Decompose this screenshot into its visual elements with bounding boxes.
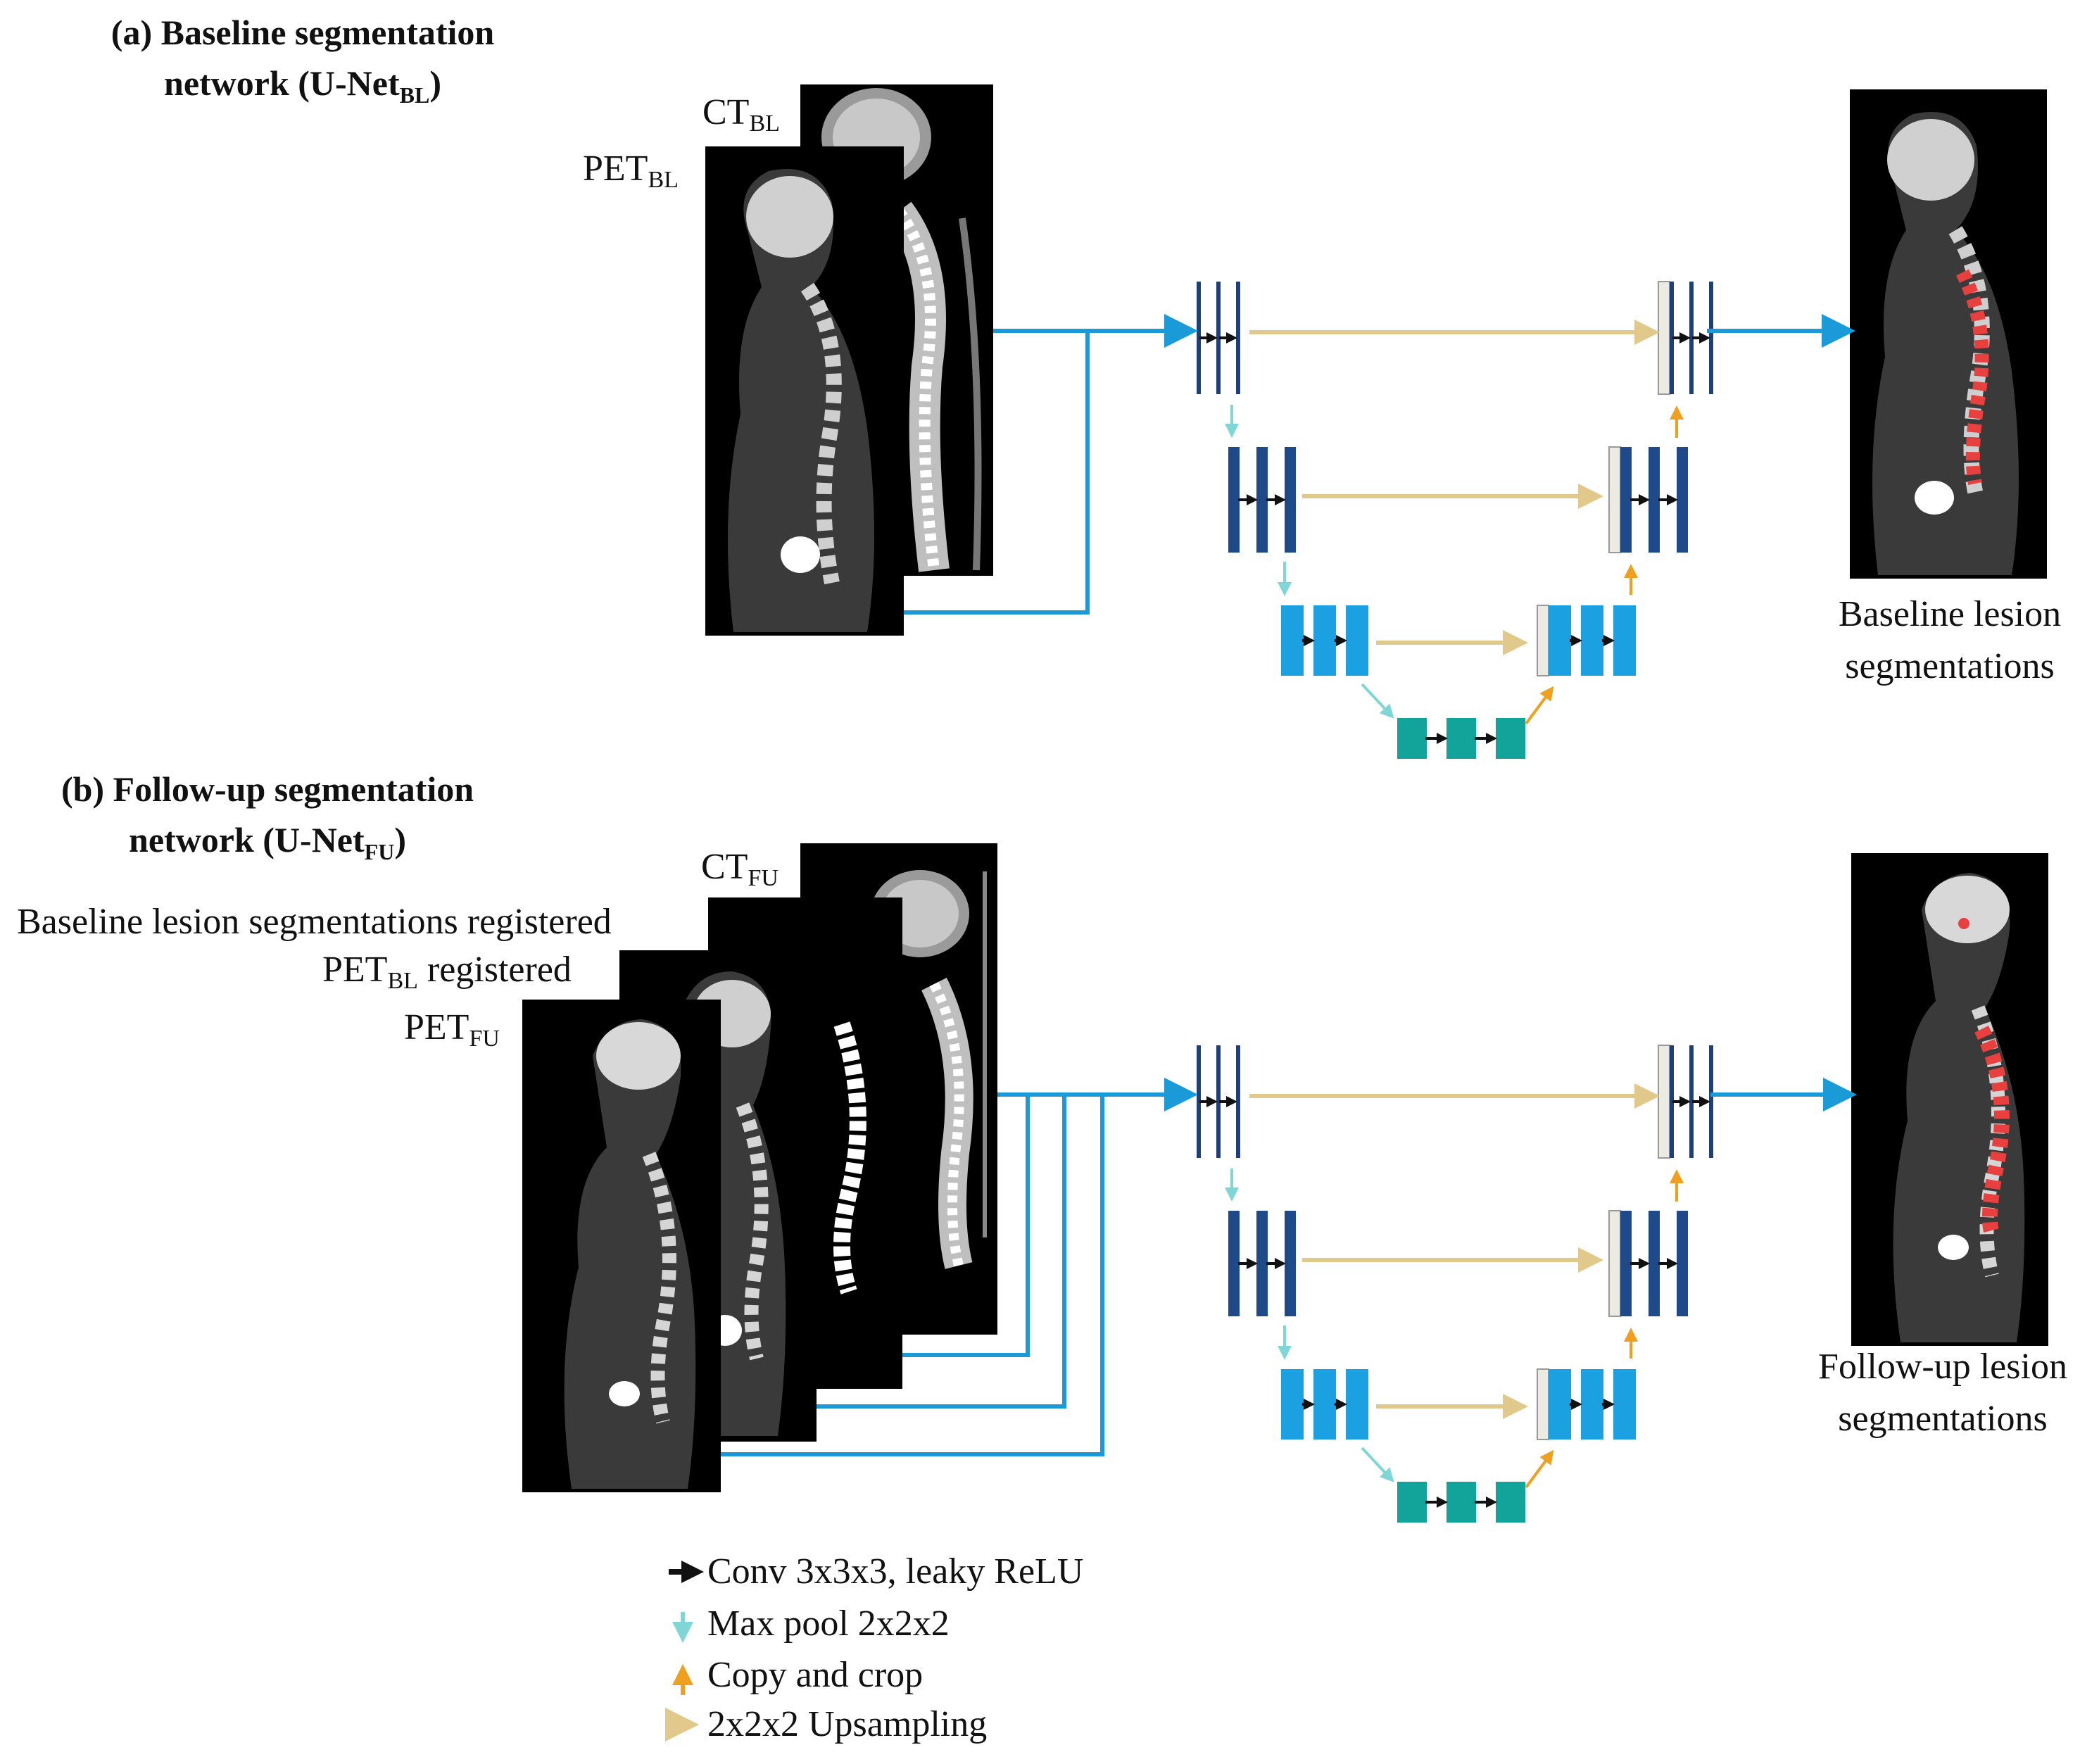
legend-label-max-pool: Max pool 2x2x2 <box>707 1604 950 1644</box>
decoder-level-1-bar <box>1709 1045 1713 1158</box>
decoder-level-2-bar <box>1649 1211 1660 1316</box>
decoder-level-1-bar <box>1670 282 1674 394</box>
encoder-level-3-bar <box>1281 605 1304 676</box>
bottleneck-bar <box>1496 718 1525 759</box>
unet-baseline <box>1197 281 1713 759</box>
decoder-level-2-copy <box>1608 1210 1621 1317</box>
decoder-level-3 <box>1537 1368 1636 1440</box>
legend-label-upsampling: 2x2x2 Upsampling <box>707 1704 988 1744</box>
decoder-level-2-bar <box>1677 447 1688 553</box>
decoder-level-3-bar <box>1613 605 1636 676</box>
encoder-level-1 <box>1197 1045 1240 1158</box>
encoder-level-2-bar <box>1285 447 1296 553</box>
bottleneck-bar <box>1446 1482 1476 1523</box>
decoder-level-2-bar <box>1677 1211 1688 1316</box>
pet-baseline-image <box>705 146 904 636</box>
encoder-level-2 <box>1228 1211 1296 1316</box>
legend-label-conv: Conv 3x3x3, leaky ReLU <box>707 1551 1084 1592</box>
decoder-level-2-bar <box>1620 1211 1632 1316</box>
decoder-level-2-bar <box>1649 447 1660 553</box>
decoder-level-1-copy <box>1658 281 1670 395</box>
decoder-level-2 <box>1608 446 1688 553</box>
encoder-level-1-bar <box>1236 282 1240 394</box>
decoder-level-3-bar <box>1549 1369 1571 1439</box>
encoder-level-2-bar <box>1228 1211 1240 1316</box>
legend-conv: Conv 3x3x3, leaky ReLU <box>707 1551 1083 1593</box>
pool-arrow-3 <box>1361 1447 1394 1482</box>
encoder-level-3-bar <box>1346 605 1368 676</box>
input-label-baseline-registered: Baseline lesion segmentations registered <box>17 902 612 942</box>
followup-output-image <box>1851 853 2048 1346</box>
decoder-level-3-bar <box>1581 1369 1603 1439</box>
encoder-level-1-bar <box>1197 1045 1201 1158</box>
panel-a-title-line2: network (U-NetBL) <box>164 63 441 108</box>
input-wires-b <box>721 1078 1857 1456</box>
panel-b-title: (b) Follow-up segmentation network (U-Ne… <box>14 764 521 877</box>
encoder-level-1-bar <box>1236 1045 1240 1158</box>
decoder-level-2-copy <box>1608 446 1621 553</box>
decoder-level-1-bar <box>1670 1045 1674 1158</box>
encoder-level-3 <box>1281 1369 1368 1439</box>
input-label-ct-bl: CTBL <box>702 92 780 137</box>
decoder-level-3-bar <box>1549 605 1571 676</box>
legend-max-pool: Max pool 2x2x2 <box>707 1603 950 1645</box>
unet-followup <box>1197 1045 1713 1523</box>
bottleneck-bar <box>1397 1482 1427 1523</box>
encoder-level-1-bar <box>1197 282 1201 394</box>
decoder-level-1 <box>1658 1045 1713 1159</box>
decoder-level-1-bar <box>1689 1045 1694 1158</box>
pet-followup-image <box>522 1000 721 1492</box>
decoder-level-1-bar <box>1689 282 1694 394</box>
legend-label-copy-crop: Copy and crop <box>707 1655 924 1695</box>
panel-b-title-line2: network (U-NetFU) <box>129 820 406 864</box>
legend-icons <box>665 1561 704 1741</box>
panel-b-title-line1: (b) Follow-up segmentation <box>61 769 474 809</box>
bottleneck-bar <box>1397 718 1427 759</box>
up-arrow-3 <box>1525 686 1554 725</box>
legend-copy-crop: Copy and crop <box>707 1654 923 1696</box>
baseline-output-image <box>1850 89 2047 579</box>
panel-a-title-line1: (a) Baseline segmentation <box>111 13 495 52</box>
decoder-level-3 <box>1537 605 1636 676</box>
decoder-level-3-copy <box>1537 605 1549 676</box>
decoder-level-1-bar <box>1709 282 1713 394</box>
input-label-pet-bl: PETBL <box>583 149 679 193</box>
encoder-level-1-bar <box>1216 282 1221 394</box>
decoder-level-2-bar <box>1620 447 1632 553</box>
encoder-level-2-bar <box>1256 447 1268 553</box>
input-label-pet-bl-registered: PETBL registered <box>322 950 572 994</box>
input-wires-a <box>904 314 1855 615</box>
encoder-level-1-bar <box>1216 1045 1221 1158</box>
input-label-pet-fu: PETFU <box>404 1007 500 1052</box>
pool-arrow-3 <box>1361 683 1394 719</box>
encoder-level-2 <box>1228 447 1296 553</box>
decoder-level-3-copy <box>1537 1368 1549 1440</box>
bottleneck <box>1397 1482 1525 1523</box>
decoder-level-3-bar <box>1613 1369 1636 1439</box>
input-label-ct-fu: CTFU <box>701 847 779 891</box>
encoder-level-2-bar <box>1285 1211 1296 1316</box>
encoder-level-3 <box>1281 605 1368 676</box>
decoder-level-2 <box>1608 1210 1688 1317</box>
encoder-level-3-bar <box>1313 605 1336 676</box>
decoder-level-1-copy <box>1658 1045 1670 1159</box>
followup-output-caption: Follow-up lesion segmentations <box>1818 1347 2067 1439</box>
encoder-level-1 <box>1197 282 1240 394</box>
decoder-level-1 <box>1658 281 1713 395</box>
legend-upsampling: 2x2x2 Upsampling <box>707 1703 987 1746</box>
baseline-output-caption: Baseline lesion segmentations <box>1838 594 2062 686</box>
decoder-level-3-bar <box>1581 605 1603 676</box>
encoder-level-2-bar <box>1256 1211 1268 1316</box>
panel-a-title: (a) Baseline segmentation network (U-Net… <box>14 7 591 120</box>
encoder-level-3-bar <box>1313 1369 1336 1439</box>
bottleneck-bar <box>1496 1482 1525 1523</box>
encoder-level-3-bar <box>1281 1369 1304 1439</box>
up-arrow-3 <box>1525 1449 1554 1489</box>
encoder-level-2-bar <box>1228 447 1240 553</box>
encoder-level-3-bar <box>1346 1369 1368 1439</box>
bottleneck-bar <box>1446 718 1476 759</box>
bottleneck <box>1397 718 1525 759</box>
